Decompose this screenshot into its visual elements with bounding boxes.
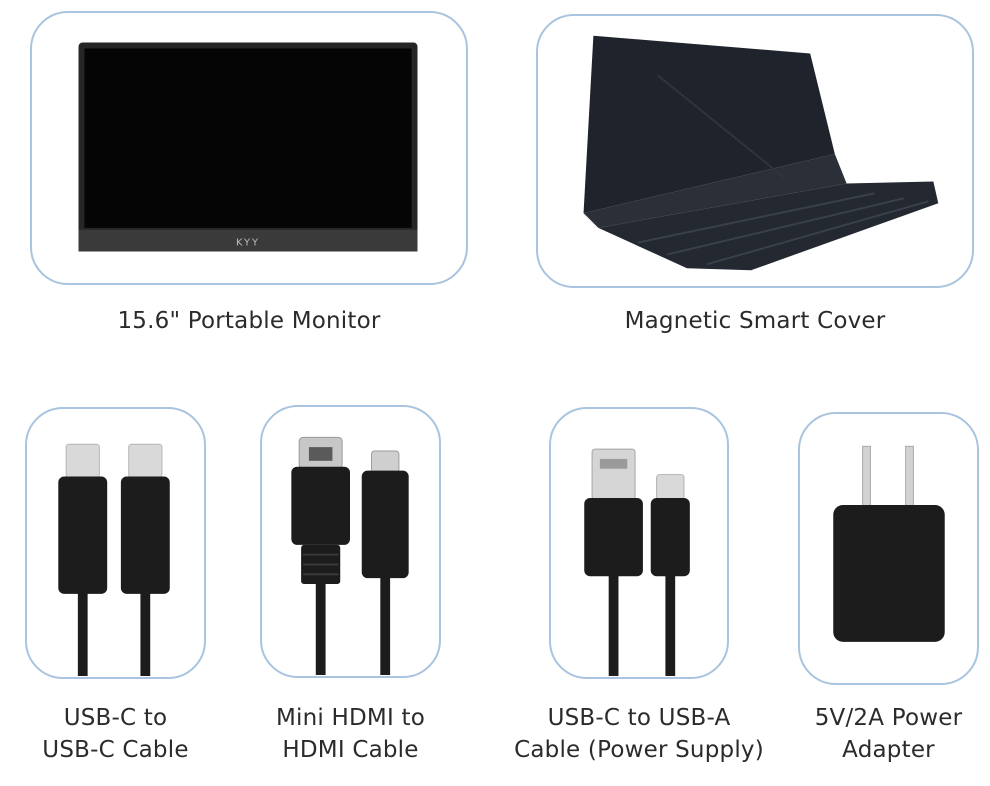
hdmi-cable-caption: Mini HDMI to HDMI Cable	[276, 705, 425, 763]
adapter-card	[798, 412, 979, 685]
power-adapter-icon	[833, 445, 945, 642]
usb-a-cable-icon	[584, 448, 690, 676]
usba-cable-caption: USB-C to USB-A Cable (Power Supply)	[514, 705, 764, 763]
cover-card	[536, 14, 974, 288]
monitor-brand-label: KYY	[236, 238, 260, 249]
hdmi-cable-card	[260, 405, 441, 678]
usbc-cable-card	[25, 407, 206, 679]
portable-monitor-icon: KYY	[78, 42, 418, 252]
usbc-cable-caption: USB-C to USB-C Cable	[42, 705, 189, 763]
hdmi-cable-icon	[291, 436, 409, 675]
cover-caption: Magnetic Smart Cover	[624, 308, 886, 334]
monitor-caption: 15.6" Portable Monitor	[117, 308, 381, 334]
smart-cover-icon	[583, 35, 939, 271]
monitor-card: KYY	[30, 11, 468, 285]
adapter-caption: 5V/2A Power Adapter	[814, 705, 963, 763]
usba-cable-card	[549, 407, 729, 679]
usb-c-cable-icon	[58, 443, 170, 676]
